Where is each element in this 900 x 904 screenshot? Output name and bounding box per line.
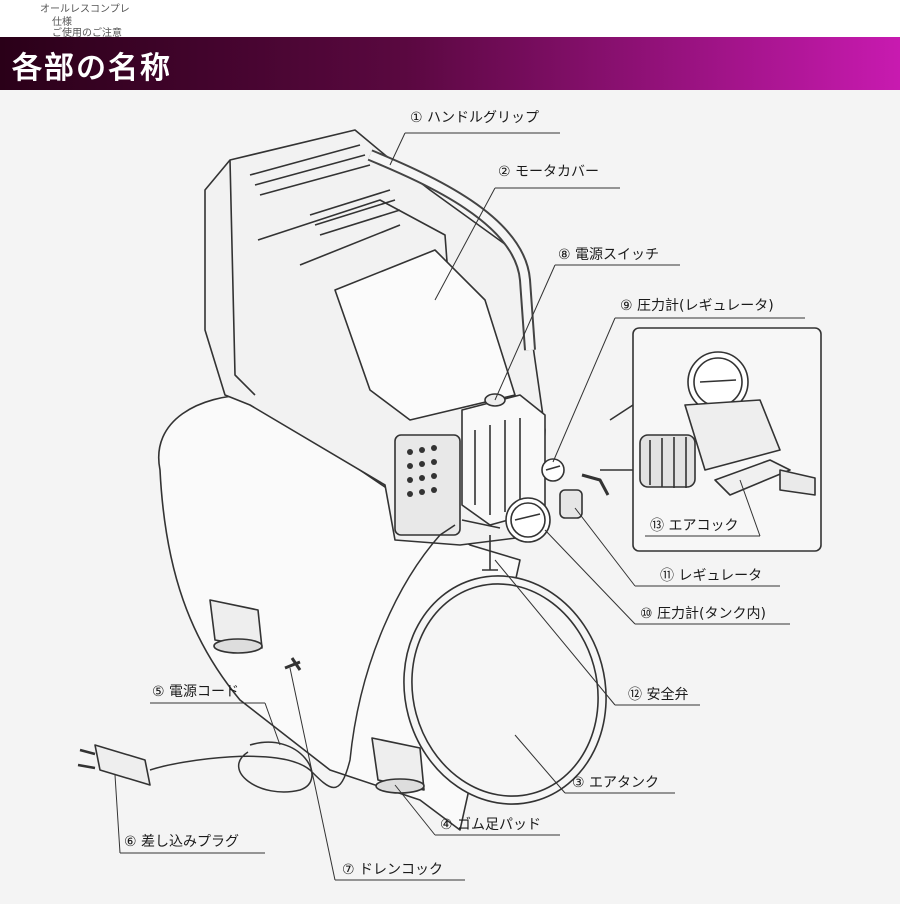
front-grille [394,434,461,536]
fragment-text-3: ご使用のご注意 [52,28,122,37]
fragment-text-1: オールレスコンプレ [40,4,130,15]
callout-label: レギュレータ [678,568,763,584]
callout-motor-cover: ② モータカバー [498,164,599,180]
callout-handle-grip: ① ハンドルグリップ [410,110,539,126]
inset-nozzle [779,469,816,496]
callout-air-tank: ③ エアタンク [572,775,659,791]
callout-number: ③ [572,775,585,791]
section-header: 各部の名称 [0,37,900,90]
callout-number: ② [498,164,511,180]
callout-number: ⑤ [152,684,165,700]
callout-label: ゴム足パッド [457,817,542,833]
fragment-text-2: 仕様 [52,17,72,28]
leader-power-switch [494,264,680,401]
leader-regulator [574,507,780,587]
callout-plug: ⑥ 差し込みプラグ [124,834,239,850]
callout-number: ⑦ [342,862,355,878]
callout-regulator: ⑪ レギュレータ [660,568,762,584]
leader-gauge-regulator [552,317,805,463]
leader-handle-grip [389,132,560,166]
callout-label: ハンドルグリップ [427,110,540,126]
callout-label: モータカバー [515,164,600,180]
compressor-illustration [77,129,822,881]
callout-label: 安全弁 [646,687,689,703]
callout-number: ⑫ [628,687,642,703]
callout-label: エアコック [668,518,739,534]
callout-power-switch: ⑧ 電源スイッチ [558,247,659,263]
callout-number: ⑨ [620,298,633,314]
section-title: 各部の名称 [12,51,172,86]
inset-air-cock [714,459,791,496]
leader-gauge-tank [544,529,790,625]
callout-rubber-foot: ④ ゴム足パッド [440,817,541,833]
callout-label: 電源コード [169,684,240,700]
callout-number: ① [410,110,423,126]
inset-regulator-knob [639,434,696,488]
callout-label: エアタンク [589,775,660,791]
leader-power-cord [150,702,281,746]
pressure-gauge-tank [505,497,551,543]
callout-number: ④ [440,817,453,833]
leader-drain-cock [289,667,465,881]
motor-cover [334,249,516,421]
top-page-fragment: オールレスコンプレ 仕様 ご使用のご注意 [0,0,900,37]
drain-cock [284,657,302,671]
callout-label: 差し込みプラグ [141,834,240,850]
callout-gauge-regulator: ⑨ 圧力計(レギュレータ) [620,298,774,314]
callout-label: 電源スイッチ [575,247,660,263]
callout-power-cord: ⑤ 電源コード [152,684,239,700]
leader-air-tank [514,734,675,794]
regulator-knob [559,489,583,519]
safety-valve [482,535,498,571]
callout-number: ⑧ [558,247,571,263]
callout-number: ⑬ [650,518,664,534]
leader-air-cock [645,479,761,537]
callout-air-cock: ⑬ エアコック [650,518,738,534]
callout-drain-cock: ⑦ ドレンコック [342,862,443,878]
parts-diagram: ① ハンドルグリップ ② モータカバー ⑧ 電源スイッチ ⑨ 圧力計(レギュレー… [0,90,900,900]
callout-number: ⑩ [640,606,653,622]
callout-label: 圧力計(レギュレータ) [637,298,774,314]
callout-label: 圧力計(タンク内) [657,606,766,622]
callout-safety-valve: ⑫ 安全弁 [628,687,688,703]
leader-plug [114,774,265,854]
leader-rubber-foot [394,784,560,836]
callout-gauge-tank: ⑩ 圧力計(タンク内) [640,606,766,622]
callout-number: ⑪ [660,568,674,584]
inset-regulator-body [684,399,781,471]
callout-number: ⑥ [124,834,137,850]
pressure-gauge-regulator [541,458,565,482]
air-cock [581,473,610,496]
power-plug [94,744,151,786]
leader-safety-valve [494,559,700,706]
power-cord [149,534,441,793]
rubber-foot-right [371,737,425,791]
callout-label: ドレンコック [359,862,444,878]
leader-motor-cover [434,187,620,301]
